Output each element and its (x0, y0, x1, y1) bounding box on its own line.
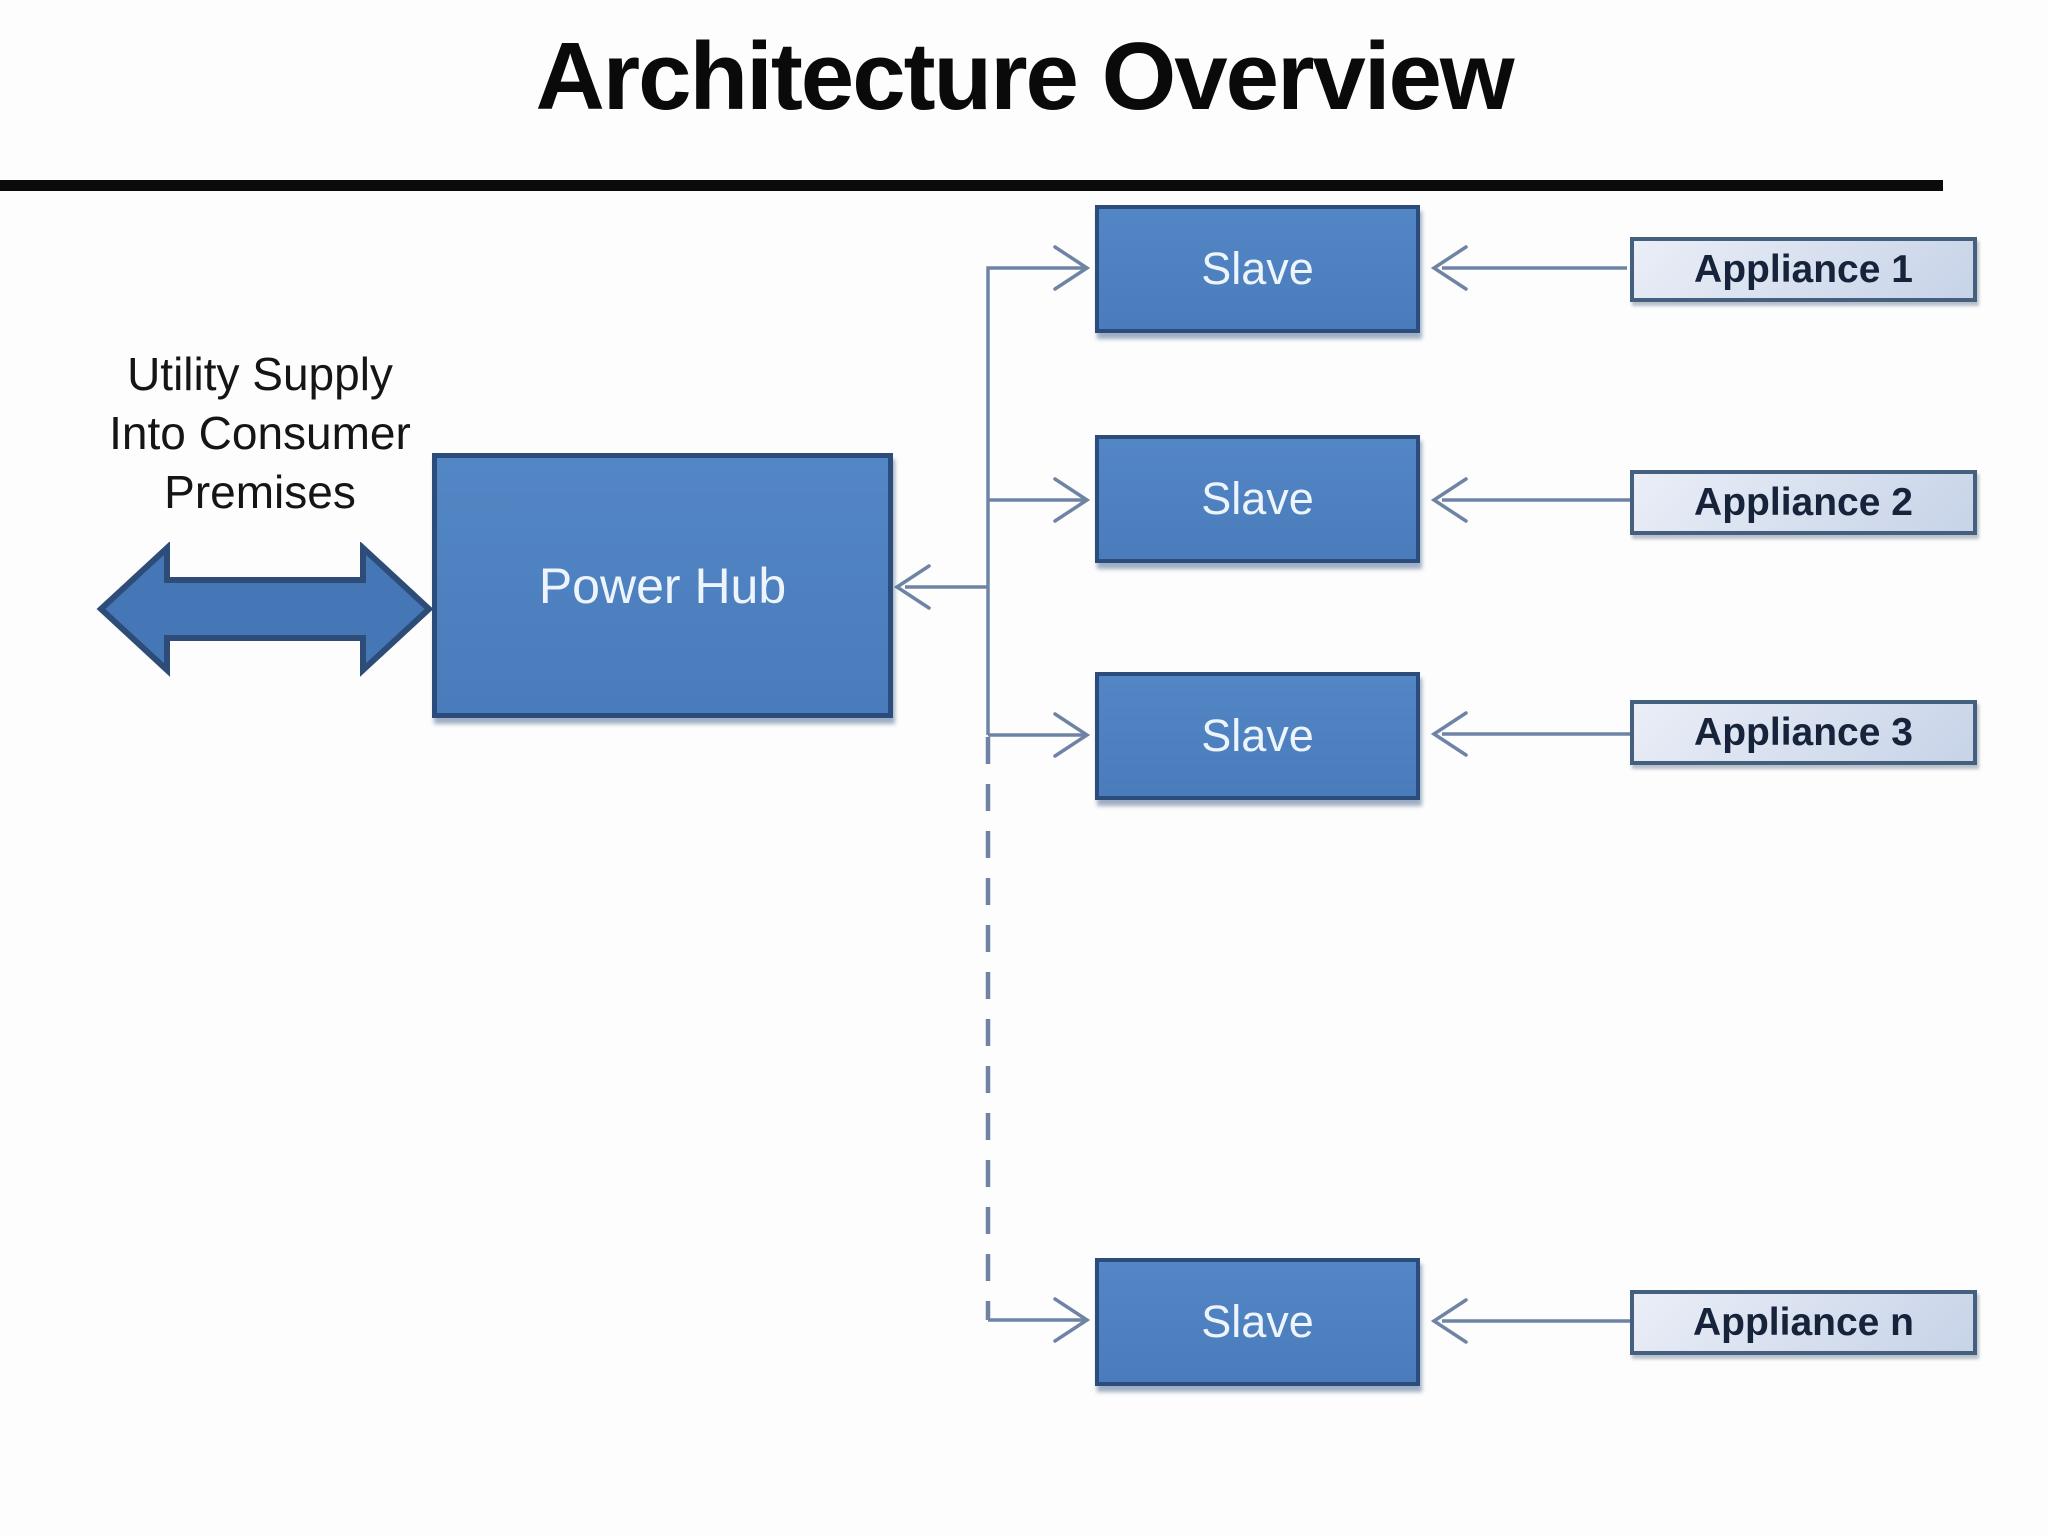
title-divider (0, 180, 1943, 191)
utility-supply-label-line2: Into Consumer (109, 407, 411, 459)
arrowhead-into-slave-1 (1053, 245, 1091, 291)
appliance-label-1: Appliance 1 (1694, 247, 1913, 291)
appliance-node-3: Appliance 3 (1630, 700, 1977, 765)
arrowhead-appliance-n (1430, 1298, 1468, 1344)
page-title: Architecture Overview (535, 23, 1514, 130)
utility-supply-label: Utility Supply Into Consumer Premises (78, 345, 442, 522)
arrowhead-into-hub (893, 564, 931, 610)
slave-label-2: Slave (1201, 473, 1314, 524)
appliance-node-n: Appliance n (1630, 1290, 1977, 1355)
arrowhead-appliance-2 (1430, 477, 1468, 523)
slave-node-2: Slave (1095, 435, 1420, 563)
slave-label-n: Slave (1201, 1296, 1314, 1347)
power-hub-node: Power Hub (432, 453, 893, 718)
slave-node-3: Slave (1095, 672, 1420, 800)
appliance-node-1: Appliance 1 (1630, 237, 1977, 302)
trunk-line (986, 266, 1085, 735)
power-hub-label: Power Hub (538, 557, 787, 614)
slave-label-3: Slave (1201, 710, 1314, 761)
slave-label-1: Slave (1201, 243, 1314, 294)
arrowhead-into-slave-2 (1053, 477, 1091, 523)
appliance-node-2: Appliance 2 (1630, 470, 1977, 535)
appliance-label-n: Appliance n (1692, 1300, 1915, 1344)
appliance-label-3: Appliance 3 (1694, 710, 1913, 754)
arrowhead-appliance-1 (1430, 245, 1468, 291)
arrowhead-into-slave-n (1053, 1297, 1091, 1343)
slave-node-1: Slave (1095, 205, 1420, 333)
utility-supply-label-line3: Premises (164, 466, 356, 518)
slave-node-n: Slave (1095, 1258, 1420, 1386)
utility-supply-label-line1: Utility Supply (127, 348, 393, 400)
arrowhead-into-slave-3 (1053, 712, 1091, 758)
double-headed-arrow-icon (96, 542, 434, 677)
arrowhead-appliance-3 (1430, 711, 1468, 757)
appliance-label-2: Appliance 2 (1694, 480, 1913, 524)
